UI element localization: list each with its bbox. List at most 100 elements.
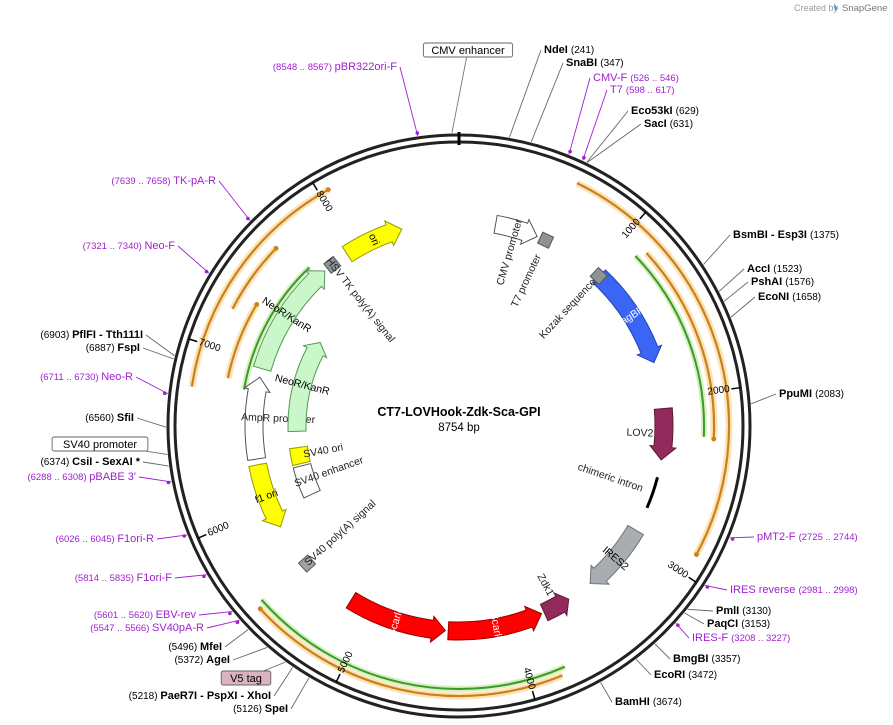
primer-name: SV40pA-R (152, 622, 204, 634)
small-feature-t7-promoter (536, 231, 555, 249)
primer-tk-pa-r: (7639 .. 7658) TK-pA-R (111, 175, 216, 187)
leader-line (600, 682, 613, 703)
primer-range: (598 .. 617) (626, 85, 675, 96)
primer-ires-f: IRES-F (3208 .. 3227) (692, 632, 790, 644)
tick-mark (531, 690, 536, 700)
primer-name: CMV-F (593, 72, 630, 84)
primer-name: IRES reverse (730, 584, 798, 596)
primer-f1ori-r: (6026 .. 6045) F1ori-R (56, 533, 155, 545)
primer-mark (202, 574, 206, 578)
feature-cmv-promoter (493, 214, 538, 246)
site-pos: (631) (670, 119, 693, 130)
primer-f1ori-f: (5814 .. 5835) F1ori-F (75, 572, 173, 584)
site-pos: (5126) (233, 704, 265, 715)
primer-range: (3208 .. 3227) (731, 633, 790, 644)
leader-line (654, 643, 671, 660)
tick-mark (197, 533, 207, 539)
leader-line (232, 646, 268, 661)
primer-mark (568, 149, 572, 154)
primer-name: pMT2-F (757, 531, 799, 543)
leader-line (684, 612, 705, 625)
primer-ires-reverse: IRES reverse (2981 .. 2998) (730, 584, 858, 596)
leader-line (508, 49, 542, 138)
site-name: PpuMI (779, 388, 815, 400)
site-saci: SacI (631) (644, 118, 693, 130)
primer-mark (582, 155, 586, 160)
orf-end-marker (325, 187, 331, 193)
leader-line (568, 77, 591, 155)
site-name: AccI (747, 263, 773, 275)
orf-arc (645, 252, 716, 440)
primer-range: (6711 .. 6730) (40, 372, 101, 383)
site-name: PmlI (716, 605, 742, 617)
orf-inner-arc (243, 266, 311, 390)
leader-line (582, 89, 608, 161)
small-feature-label-chimeric-intron: chimeric intron (576, 461, 645, 495)
site-paer7i-pspxi-xhoi: (5218) PaeR7I - PspXI - XhoI (129, 690, 271, 702)
intron-bar (645, 476, 659, 509)
site-pos: (1375) (810, 230, 839, 241)
orf-inner-arc (634, 255, 706, 437)
site-name: BmgBI (673, 653, 712, 665)
primer-pbr322ori-f: (8548 .. 8567) pBR322ori-F (273, 61, 397, 73)
primer-mark (730, 537, 735, 541)
orf-glow (224, 302, 260, 379)
feature-mscarlet-i (447, 605, 543, 641)
primer-mark (705, 585, 710, 589)
feature-ampr-promoter (243, 376, 272, 462)
tick-mark (312, 182, 318, 191)
leader-line (635, 658, 652, 676)
primer-range: (2725 .. 2744) (799, 532, 858, 543)
primer-range: (6288 .. 6308) (27, 472, 89, 483)
primer-name: TK-pA-R (173, 175, 216, 187)
site-snabi: SnaBI (347) (566, 57, 624, 69)
site-name: Eco53kI (631, 105, 676, 117)
site-name: MfeI (200, 641, 222, 653)
small-feature-sv40-poly-a-signal (297, 554, 317, 573)
leader-line (729, 536, 755, 539)
site-mfei: (5496) MfeI (168, 641, 222, 653)
orf-end-marker (257, 606, 263, 612)
site-bmgbi: BmgBI (3357) (673, 653, 740, 665)
tick-mark (731, 386, 741, 390)
site-pshai: PshAI (1576) (751, 276, 814, 288)
site-name: EcoNI (758, 291, 792, 303)
primer-range: (5601 .. 5620) (94, 610, 156, 621)
primer-range: (5547 .. 5566) (90, 623, 152, 634)
site-pos: (3130) (742, 606, 771, 617)
primer-range: (526 .. 546) (630, 73, 679, 84)
site-econi: EcoNI (1658) (758, 291, 821, 303)
site-eco53ki: Eco53kI (629) (631, 105, 699, 117)
site-pos: (629) (676, 106, 699, 117)
site-acci: AccI (1523) (747, 263, 802, 275)
primer-ebv-rev: (5601 .. 5620) EBV-rev (94, 609, 197, 621)
site-name: PshAI (751, 276, 785, 288)
tick-label: 6000 (206, 520, 231, 539)
site-paqci: PaqCI (3153) (707, 618, 770, 630)
tick-label: 8000 (313, 189, 334, 214)
primer-mark (676, 623, 680, 627)
leader-line (586, 123, 642, 163)
orf-arc (576, 182, 731, 556)
site-pflfi-tth111i: (6903) PflFI - Tth111I (40, 329, 143, 341)
boxed-label-sv40-promoter: SV40 promoter (63, 439, 137, 451)
orf-arc (190, 188, 329, 387)
small-feature-label-hsv-tk-poly-a-signal: HSV TK poly(A) signal (323, 255, 397, 344)
plasmid-length: 8754 bp (438, 422, 480, 434)
primer-neo-r: (6711 .. 6730) Neo-R (40, 371, 133, 383)
primer-name: T7 (610, 84, 626, 96)
leader-line (703, 234, 731, 265)
leader-line (273, 666, 294, 697)
primer-cmv-f: CMV-F (526 .. 546) (593, 72, 679, 84)
site-csii-sexai: (6374) CsiI - SexAI * (40, 456, 140, 468)
boxed-label-box (51, 436, 149, 452)
leader-line (687, 608, 714, 612)
leader-line (718, 268, 745, 292)
primer-mark (163, 391, 167, 396)
leader-line (198, 611, 233, 616)
primer-mark (204, 269, 209, 274)
site-pos: (241) (571, 45, 594, 56)
site-pos: (5218) (129, 691, 161, 702)
small-feature-hsv-tk-poly-a-signal (323, 255, 342, 275)
site-pos: (3472) (688, 670, 717, 681)
